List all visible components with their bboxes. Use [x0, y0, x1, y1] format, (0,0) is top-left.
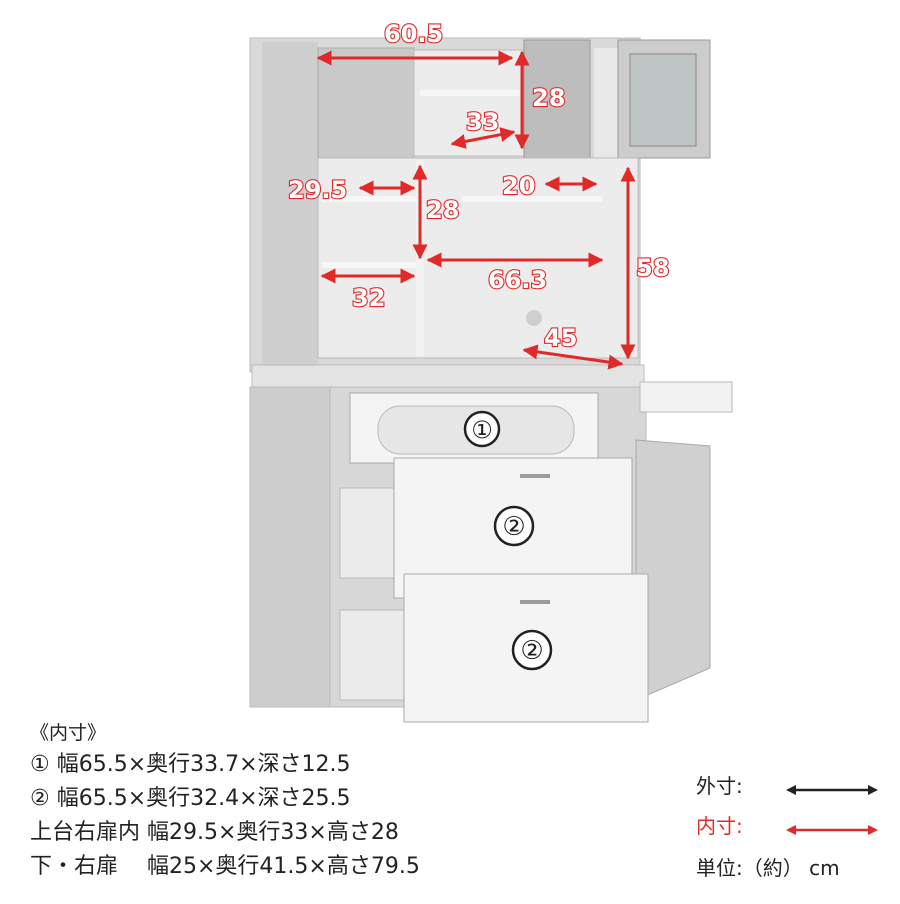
outer-arrow-icon [786, 785, 878, 795]
dimension-arrows [316, 50, 636, 370]
spec-line: ① 幅65.5×奥行33.7×深さ12.5 [30, 752, 351, 777]
dim-top-width: 60.5 [384, 20, 443, 48]
arrow-top-depth [450, 127, 516, 149]
dim-mid-height: 28 [426, 196, 459, 224]
arrow-counter-depth [522, 344, 624, 370]
dim-mid-right-width: 20 [502, 172, 535, 200]
legend-outer-label: 外寸: [696, 774, 743, 798]
dim-top-depth: 33 [466, 108, 499, 136]
dim-mid-left-width: 29.5 [288, 176, 347, 204]
legend-inner-label: 内寸: [696, 814, 743, 838]
drawer-badges: ① ② ② [463, 410, 553, 671]
dimension-labels: 60.5 28 33 29.5 28 20 58 66.3 32 45 [287, 19, 671, 353]
dim-lower-left-width: 32 [352, 284, 385, 312]
interior-specs: 《内寸》 ① 幅65.5×奥行33.7×深さ12.5 ② 幅65.5×奥行32.… [30, 718, 630, 884]
legend-inner: 内寸: [696, 812, 896, 852]
spec-line: ② 幅65.5×奥行32.4×深さ25.5 [30, 786, 351, 811]
dim-mid-long-width: 66.3 [488, 266, 547, 294]
inner-arrow-icon [786, 825, 878, 835]
upper-cabinet [249, 37, 711, 388]
legend-outer: 外寸: [696, 772, 896, 812]
legend: 外寸: 内寸: [696, 772, 896, 852]
spec-line: 上台右扉内 幅29.5×奥行33×高さ28 [30, 820, 399, 845]
dim-top-height: 28 [532, 84, 565, 112]
specs-heading: 《内寸》 [30, 722, 107, 744]
unit-label: 単位:（約） cm [696, 856, 840, 880]
dim-tall-height: 58 [636, 254, 669, 282]
spec-line: 下・右扉 幅25×奥行41.5×高さ79.5 [30, 854, 420, 879]
dim-counter-depth: 45 [544, 324, 577, 352]
drawer-label-2: ② [502, 512, 525, 542]
drawer-label-1: ① [471, 416, 493, 444]
drawer-label-3: ② [520, 636, 543, 666]
